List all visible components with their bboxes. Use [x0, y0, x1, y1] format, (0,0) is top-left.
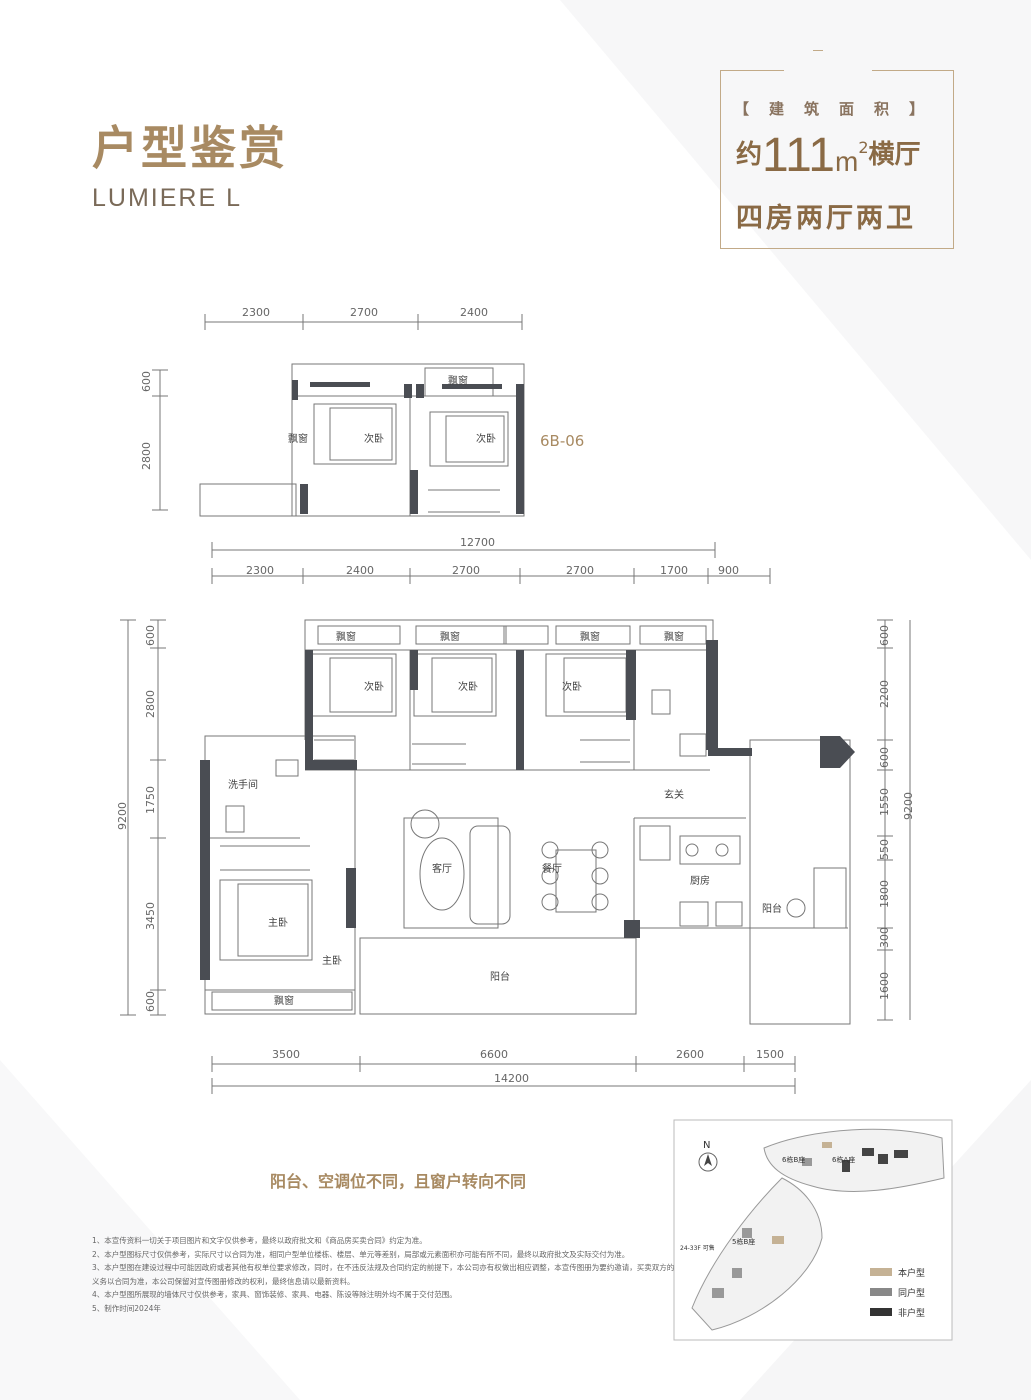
- main-vdim-left-1: 600: [144, 625, 157, 646]
- note-line: 5、制作时间2024年: [92, 1303, 161, 1313]
- main-vdim-left-2: 2800: [144, 690, 157, 718]
- room-bedroom-1: 次卧: [364, 680, 384, 693]
- room-dining: 餐厅: [542, 862, 562, 875]
- room-entrance: 玄关: [664, 788, 684, 801]
- room-bay-window-1: 飘窗: [336, 630, 356, 643]
- sitemap-label-5b: 5栋B座: [732, 1237, 755, 1246]
- main-vdim-left-overall: 9200: [116, 802, 129, 830]
- note-line: 1、本宣传资料一切关于项目图片和文字仅供参考，最终以政府批文和《商品房买卖合同》…: [92, 1236, 427, 1245]
- legend-swatch-same: [870, 1288, 892, 1296]
- info-border-top-left: [720, 70, 784, 71]
- legend-same-unit: 同户型: [898, 1287, 925, 1299]
- main-dim-bottom-1: 3500: [272, 1048, 300, 1061]
- main-vdim-right-3: 600: [878, 747, 891, 768]
- main-vdim-left-5: 600: [144, 991, 157, 1012]
- area-unit: m: [834, 146, 859, 177]
- room-living: 客厅: [432, 862, 452, 875]
- room-bedroom-2: 次卧: [458, 680, 478, 693]
- legend-other-unit: 非户型: [898, 1307, 925, 1319]
- layout-text: 四房两厅两卫: [736, 203, 916, 234]
- sitemap-label-6b: 6栋B座: [782, 1155, 805, 1164]
- disclaimer-notes: 1、本宣传资料一切关于项目图片和文字仅供参考，最终以政府批文和《商品房买卖合同》…: [92, 1234, 692, 1315]
- area-prefix: 约: [736, 140, 763, 170]
- top-dim-3: 2400: [460, 306, 488, 319]
- info-tick: [813, 50, 823, 51]
- room-kitchen: 厨房: [690, 874, 710, 887]
- top-dim-1: 2300: [242, 306, 270, 319]
- room-master-bath: 主卧: [322, 954, 342, 967]
- main-vdim-right-overall: 9200: [902, 792, 915, 820]
- note-line: 4、本户型图所展现的墙体尺寸仅供参考，家具、窗饰装修、家具、电器、陈设等除注明外…: [92, 1290, 457, 1299]
- main-dim-top-2: 2400: [346, 564, 374, 577]
- sitemap-label-floors: 24-33F 可售: [680, 1244, 715, 1252]
- top-room-bay-window-1: 飘窗: [448, 374, 468, 387]
- caption: 阳台、空调位不同，且窗户转向不同: [270, 1172, 527, 1191]
- area-line: 约111m2横厅: [736, 128, 921, 183]
- area-suffix: 横厅: [868, 140, 921, 170]
- main-vdim-right-6: 1800: [878, 880, 891, 908]
- main-vdim-left-4: 3450: [144, 902, 157, 930]
- main-vdim-right-8: 1600: [878, 972, 891, 1000]
- main-dim-top-3: 2700: [452, 564, 480, 577]
- page-subtitle: LUMIERE L: [92, 184, 242, 212]
- main-dim-top-5: 1700: [660, 564, 688, 577]
- sitemap-label-6a: 6栋A座: [832, 1155, 855, 1164]
- main-dim-top-1: 2300: [246, 564, 274, 577]
- main-vdim-right-4: 1550: [878, 788, 891, 816]
- room-washroom: 洗手间: [228, 778, 258, 791]
- north-marker: N: [703, 1140, 710, 1151]
- legend-this-unit: 本户型: [898, 1267, 925, 1279]
- top-vdim-1: 600: [140, 371, 153, 392]
- top-room-bedroom-2: 次卧: [476, 432, 496, 445]
- note-line: 2、本户型图标尺寸仅供参考，实际尺寸以合同为准，相同户型单位楼栋、楼层、单元等差…: [92, 1249, 630, 1259]
- main-dim-overall-top: 12700: [460, 536, 495, 549]
- main-dim-bottom-2: 6600: [480, 1048, 508, 1061]
- floor-plan: 2300 2700 2400 600 2800 飘窗 飘窗 次卧 次卧 6B-0…: [116, 306, 915, 1094]
- main-dim-overall-bottom: 14200: [494, 1072, 529, 1085]
- main-vdim-right-7: 300: [878, 927, 891, 948]
- main-vdim-left-3: 1750: [144, 786, 157, 814]
- room-bay-window-2: 飘窗: [440, 630, 460, 643]
- info-border-top-right: [872, 70, 953, 71]
- room-balcony: 阳台: [490, 970, 510, 983]
- legend-swatch-other: [870, 1308, 892, 1316]
- main-vdim-right-1: 600: [878, 625, 891, 646]
- page-title: 户型鉴赏: [92, 121, 288, 175]
- info-box: [720, 70, 954, 249]
- note-line: 义务以合同为准，本公司保留对宣传图册修改的权利，最终信息请以最新资料。: [92, 1276, 355, 1286]
- main-dim-bottom-4: 1500: [756, 1048, 784, 1061]
- room-bay-window-3: 飘窗: [580, 630, 600, 643]
- room-bay-window-4: 飘窗: [664, 630, 684, 643]
- area-value: 111: [762, 129, 835, 182]
- top-vdim-2: 2800: [140, 442, 153, 470]
- top-plan-tag: 6B-06: [540, 432, 584, 450]
- top-room-bay-window-2: 飘窗: [288, 432, 308, 445]
- main-vdim-right-2: 2200: [878, 680, 891, 708]
- room-balcony-side: 阳台: [762, 902, 782, 915]
- main-vdim-right-5: 550: [878, 839, 891, 860]
- main-dim-bottom-3: 2600: [676, 1048, 704, 1061]
- area-unit-sup: 2: [858, 138, 869, 157]
- note-line: 3、本户型图在建设过程中可能因政府或者其他有权单位要求修改，同时，在不违反法规及…: [92, 1263, 690, 1272]
- site-map: N 6栋A座 6栋B座 5栋B座 24-33F 可售 本户型 同户型 非户型: [673, 1119, 953, 1341]
- legend-swatch-this: [870, 1268, 892, 1276]
- main-dim-top-4: 2700: [566, 564, 594, 577]
- main-dim-top-6: 900: [718, 564, 739, 577]
- top-dim-2: 2700: [350, 306, 378, 319]
- area-label: 【建筑面积】: [734, 100, 945, 118]
- top-room-bedroom-1: 次卧: [364, 432, 384, 445]
- room-master-bedroom: 主卧: [268, 916, 288, 929]
- room-bedroom-3: 次卧: [562, 680, 582, 693]
- room-bay-window-5: 飘窗: [274, 994, 294, 1007]
